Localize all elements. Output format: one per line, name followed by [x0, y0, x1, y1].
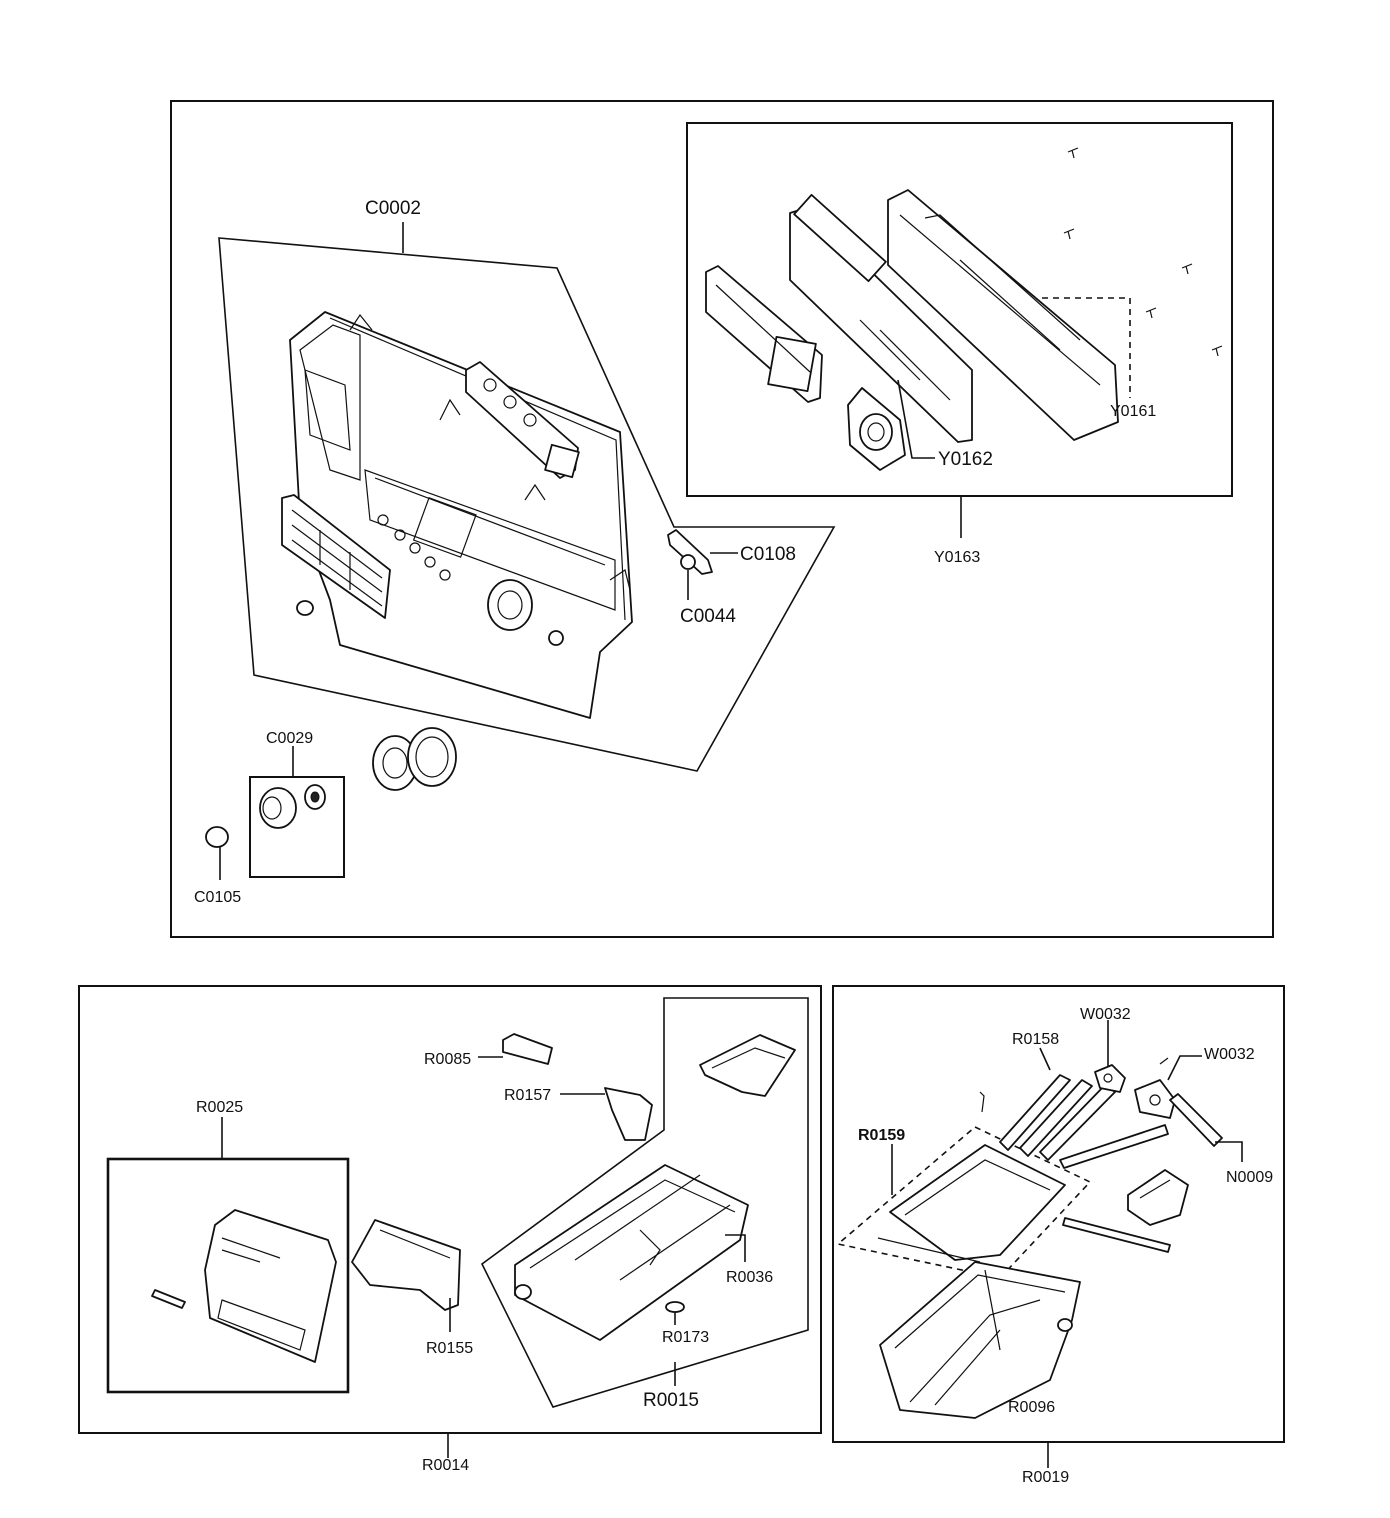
handle-clip [151, 1289, 186, 1309]
label-y0162: Y0162 [938, 449, 993, 470]
label-w0032-a: W0032 [1080, 1006, 1131, 1023]
c0108-part [667, 529, 713, 575]
c0002-assembly-outline [218, 237, 836, 772]
label-r0014: R0014 [422, 1457, 469, 1474]
y0162-leader [897, 379, 935, 459]
label-r0159: R0159 [858, 1127, 905, 1144]
cover-seal [877, 1237, 981, 1263]
rotary-switch [847, 387, 906, 471]
water-valve-b [1134, 1079, 1176, 1119]
control-panel-housing [289, 311, 633, 719]
display-window-panel [281, 494, 391, 619]
pump-unit [1127, 1169, 1189, 1226]
knob-ring-set [372, 727, 457, 791]
control-panel-group-frame [170, 100, 1274, 938]
r0015-assembly-outline [480, 997, 809, 1408]
pipe-rod [1062, 1217, 1171, 1253]
label-c0108: C0108 [740, 544, 796, 565]
label-r0025: R0025 [196, 1099, 243, 1116]
c0029-box [249, 776, 345, 878]
label-c0105: C0105 [194, 889, 241, 906]
pcb-screws [1063, 147, 1223, 357]
r0158-hoses [999, 1074, 1169, 1169]
n0009-leader [1215, 1141, 1243, 1162]
button-bracket [465, 361, 580, 479]
housing-cover [889, 1144, 1066, 1261]
label-w0032-b: W0032 [1204, 1046, 1255, 1063]
drawer-group-frame [78, 985, 822, 1434]
y0163-pcb-box [686, 122, 1233, 497]
label-r0015: R0015 [643, 1390, 699, 1411]
label-c0029: C0029 [266, 730, 313, 747]
r0025-box [106, 1157, 350, 1394]
c0105-knob-cap [205, 826, 229, 848]
r0157-part [604, 1087, 653, 1141]
label-r0157: R0157 [504, 1087, 551, 1104]
r0085-part [502, 1033, 553, 1065]
drawer-body [514, 1164, 749, 1341]
label-c0044: C0044 [680, 606, 736, 627]
screw-small-a [979, 1091, 985, 1113]
housing-group-frame [832, 985, 1285, 1443]
pcb-frame [887, 189, 1119, 441]
label-r0019: R0019 [1022, 1469, 1069, 1486]
pcb-bracket [705, 265, 823, 403]
main-pcb [789, 193, 973, 443]
water-valve-a [1094, 1064, 1126, 1093]
y0161-dashed-leader [1042, 297, 1131, 398]
label-y0161: Y0161 [1110, 403, 1156, 420]
r0158-leader [1039, 1047, 1051, 1071]
label-r0096: R0096 [1008, 1399, 1055, 1416]
r0173-ring [665, 1301, 685, 1313]
small-knob-c [296, 600, 314, 616]
w0032-b-leader [1167, 1055, 1202, 1081]
dispenser-housing [879, 1261, 1081, 1419]
r0036-leader [725, 1234, 746, 1262]
c0029-knob [259, 784, 326, 829]
label-c0002: C0002 [365, 198, 421, 219]
drawer-handle [204, 1209, 337, 1363]
label-r0173: R0173 [662, 1329, 709, 1346]
n0009-hose [1169, 1093, 1223, 1147]
label-r0085: R0085 [424, 1051, 471, 1068]
r0155-bracket [351, 1219, 461, 1311]
label-r0155: R0155 [426, 1340, 473, 1357]
label-n0009: N0009 [1226, 1169, 1273, 1186]
screw-small-b [1159, 1057, 1169, 1065]
r0159-dashed-outline [836, 1126, 1092, 1279]
detergent-cup [699, 1034, 796, 1097]
label-r0158: R0158 [1012, 1031, 1059, 1048]
label-r0036: R0036 [726, 1269, 773, 1286]
label-y0163: Y0163 [934, 549, 980, 566]
